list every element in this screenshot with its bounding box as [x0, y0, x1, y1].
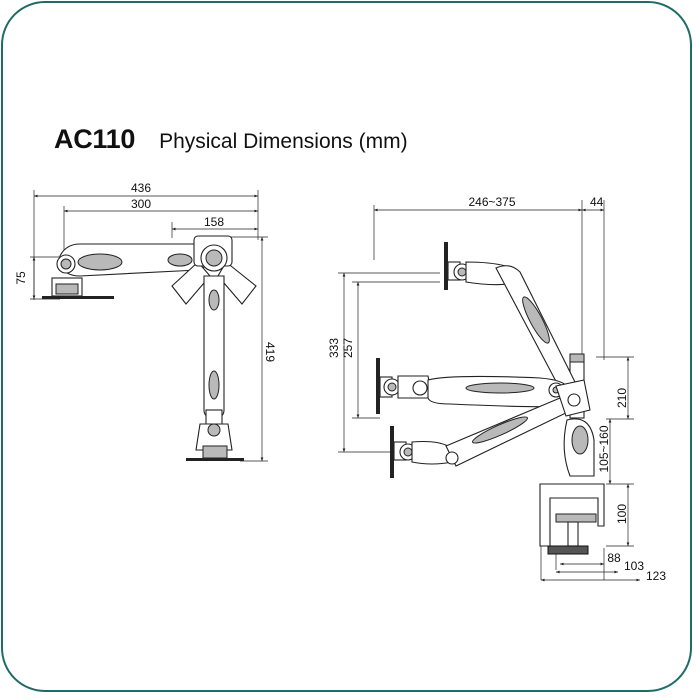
subtitle: Physical Dimensions (mm): [159, 130, 408, 153]
model-name: AC110: [54, 124, 136, 154]
label-246-375: 246~375: [468, 195, 515, 209]
label-103: 103: [624, 559, 644, 573]
label-44: 44: [590, 195, 604, 209]
front-vertical-column: [186, 275, 244, 461]
label-100: 100: [615, 504, 629, 524]
label-257: 257: [341, 338, 355, 358]
front-horizontal-arm: [56, 243, 211, 277]
side-pole-joint: [555, 379, 591, 417]
front-view: 436 300 158 75 419: [14, 181, 277, 462]
side-arm-upper: [444, 242, 583, 405]
front-head: [171, 235, 257, 305]
page-title: AC110 Physical Dimensions (mm): [54, 124, 408, 155]
label-105-160: 105~160: [597, 425, 611, 472]
label-88: 88: [607, 551, 621, 565]
label-300: 300: [131, 197, 151, 211]
side-clamp: [539, 483, 605, 555]
front-mount-base: [42, 277, 114, 299]
label-123: 123: [646, 569, 666, 583]
label-210: 210: [615, 388, 629, 408]
label-419: 419: [263, 342, 277, 362]
label-436: 436: [131, 181, 151, 195]
label-333: 333: [327, 338, 341, 358]
label-75: 75: [14, 271, 28, 285]
side-view: 246~375 44 333 257 210 105~160 100 88 10…: [327, 195, 666, 583]
label-158: 158: [204, 215, 224, 229]
side-arm-lower: [390, 397, 573, 478]
